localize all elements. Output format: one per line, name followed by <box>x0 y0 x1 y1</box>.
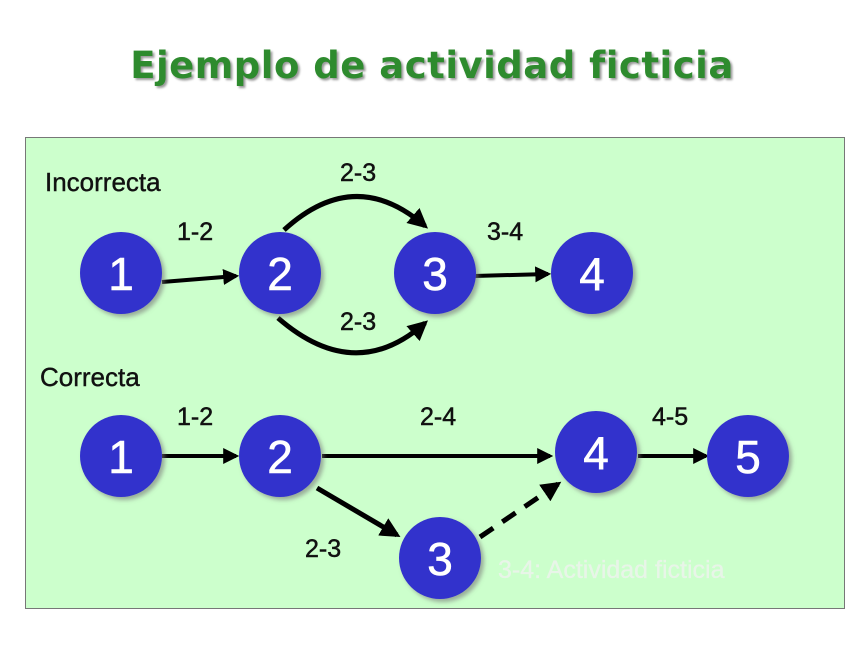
inc-edge-2-3-bottom <box>276 316 428 356</box>
inc-node-2-label: 2 <box>267 248 293 300</box>
cor-node-2: 2 <box>239 415 321 497</box>
cor-node-2-label: 2 <box>267 431 293 483</box>
cor-node-1-label: 1 <box>108 431 134 483</box>
cor-node-5: 5 <box>707 415 789 497</box>
inc-edge-label-1-2: 1-2 <box>177 218 213 246</box>
inc-node-3: 3 <box>394 232 476 314</box>
cor-edge-label-2-4: 2-4 <box>420 403 456 431</box>
inc-edge-label-3-4: 3-4 <box>487 218 523 246</box>
cor-edge-label-4-5: 4-5 <box>652 403 688 431</box>
inc-edge-1-2 <box>161 269 240 286</box>
cor-edge-label-1-2: 1-2 <box>177 403 213 431</box>
inc-node-4: 4 <box>551 232 633 314</box>
section-label-correcta: Correcta <box>40 362 140 392</box>
inc-edge-3-4 <box>473 266 552 283</box>
section-label-incorrecta: Incorrecta <box>45 167 161 197</box>
inc-edge-label-2-3-bottom: 2-3 <box>340 308 376 336</box>
inc-node-3-label: 3 <box>422 248 448 300</box>
inc-node-4-label: 4 <box>579 248 605 300</box>
cor-node-3: 3 <box>399 517 481 599</box>
cor-node-1: 1 <box>80 415 162 497</box>
cor-node-4-label: 4 <box>583 427 609 479</box>
cor-node-4: 4 <box>555 411 637 493</box>
cor-node-5-label: 5 <box>735 431 761 483</box>
cor-edge-label-2-3: 2-3 <box>305 535 341 563</box>
inc-edge-2-3-top <box>282 194 429 232</box>
cor-edge-2-3 <box>315 485 401 538</box>
inc-node-2: 2 <box>239 232 321 314</box>
inc-node-1: 1 <box>80 232 162 314</box>
page-title: Ejemplo de actividad ficticia <box>130 44 734 87</box>
inc-node-1-label: 1 <box>108 248 134 300</box>
cor-dummy-edge-3-4 <box>478 481 562 540</box>
dummy-activity-note: 3-4: Actividad ficticia <box>498 556 725 584</box>
cor-node-3-label: 3 <box>427 533 453 585</box>
inc-edge-label-2-3-top: 2-3 <box>340 159 376 187</box>
